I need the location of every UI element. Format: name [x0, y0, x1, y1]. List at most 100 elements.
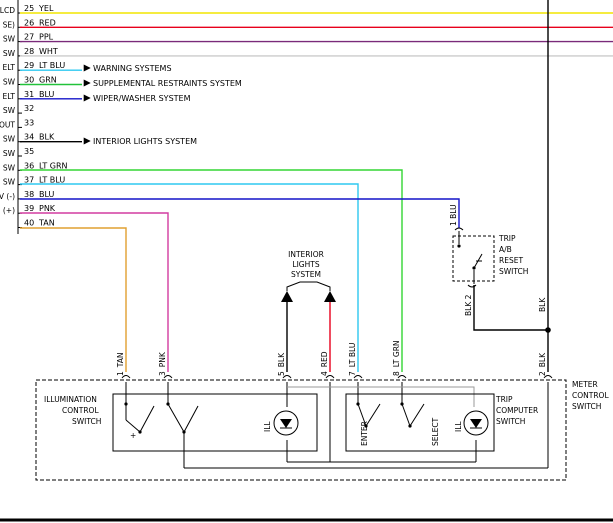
wire-number: 33	[24, 118, 34, 127]
trip-computer-select: SELECT	[431, 417, 440, 446]
wire-lt-blu	[20, 183, 359, 372]
connector-edge-label: LCD	[0, 6, 15, 15]
wire-pnk	[20, 212, 169, 372]
wire-blk-trip-return	[473, 285, 548, 331]
connector-edge-label: SW	[3, 35, 16, 44]
pin-terminal	[397, 375, 407, 379]
connector-edge-label: V (-)	[0, 192, 15, 201]
illumination-line2: CONTROL	[62, 406, 99, 415]
wire-number: 30	[24, 76, 34, 85]
wire-color-label: BLK	[39, 133, 55, 142]
interior-lights-line2: LIGHTS	[292, 260, 319, 269]
connector-edge-label: SW	[3, 49, 16, 58]
pin-terminal	[353, 375, 363, 379]
trip-reset-bottom-wire: BLK 2	[464, 294, 473, 316]
wire-color-label: TAN	[38, 219, 55, 228]
pin-color: BLK	[538, 352, 547, 367]
connector-edge-label: SE)	[3, 20, 15, 29]
connector-edge-label: SW	[3, 163, 16, 172]
dest-warning-systems: WARNING SYSTEMS	[93, 64, 172, 73]
trip-reset-side-wire: BLK	[538, 297, 547, 312]
wire-lt-grn	[20, 169, 403, 372]
connector-edge-label: SW	[3, 149, 16, 158]
pin-number: 4	[320, 371, 329, 376]
interior-lights-line3: SYSTEM	[291, 270, 321, 279]
wire-number: 38	[24, 190, 34, 199]
trip-computer-ill: ILL	[454, 421, 463, 432]
arrow-up-left	[281, 291, 293, 302]
trip-reset-line1: TRIP	[498, 234, 516, 243]
wire-number: 28	[24, 47, 34, 56]
internal-wiring	[125, 382, 549, 469]
wire-number: 25	[24, 4, 34, 13]
pin-label: 3 PNK	[158, 351, 167, 376]
pin-number: 7	[348, 371, 357, 376]
pin-number: 8	[392, 371, 401, 376]
connector-edge-label: SW	[3, 78, 16, 87]
wire-number: 37	[24, 176, 34, 185]
illumination-line1: ILLUMINATION	[44, 395, 97, 404]
destination-arrows	[83, 64, 91, 145]
pin-number: 1	[116, 371, 125, 376]
connector-edge-label: ELT	[3, 63, 16, 72]
illumination-plus: +	[130, 431, 136, 440]
pin-terminal	[163, 375, 173, 379]
pin-terminal	[325, 375, 335, 379]
interior-lights-bracket	[286, 281, 331, 291]
connector-edge-label: (+)	[3, 206, 15, 215]
pin-color: LT GRN	[392, 340, 401, 367]
wire-color-label: BLU	[39, 190, 55, 199]
meter-switch-line1: METER	[572, 380, 598, 389]
wire-color-label: PPL	[39, 33, 54, 42]
trip-reset-top-wire: 1 BLU	[449, 204, 458, 226]
connector-edge-label: SW	[3, 106, 16, 115]
wire-number: 36	[24, 161, 34, 170]
wire-tan	[20, 227, 127, 372]
pin-number: 3	[158, 371, 167, 376]
wire-color-label: YEL	[38, 4, 54, 13]
pin-terminal	[121, 375, 131, 379]
connector-edge-label: OUT	[0, 120, 15, 129]
wire-number: 40	[24, 219, 34, 228]
pin-label: 8 LT GRN	[392, 340, 401, 376]
wire-number: 32	[24, 104, 34, 113]
trip-reset-switch	[452, 227, 495, 288]
wire-color-label: RED	[39, 18, 56, 27]
pin-label: 2 BLK	[538, 352, 547, 376]
trip-reset-line4: SWITCH	[499, 267, 528, 276]
pin-color: LT BLU	[348, 343, 357, 368]
pin-terminal	[543, 375, 553, 379]
pin-number: 2	[538, 371, 547, 376]
trip-computer-switch	[345, 393, 495, 452]
meter-control-switch-box	[35, 379, 567, 481]
routed-wires	[20, 169, 548, 372]
dest-interior-lights: INTERIOR LIGHTS SYSTEM	[93, 137, 197, 146]
wire-color-label: LT GRN	[39, 161, 68, 170]
pin-label: 1 TAN	[116, 352, 125, 376]
wire-number: 31	[24, 90, 34, 99]
meter-switch-line3: SWITCH	[572, 402, 601, 411]
pin-label: 7 LT BLU	[348, 343, 357, 376]
wire-number: 29	[24, 61, 34, 70]
wire-number: 26	[24, 18, 34, 27]
wire-number: 39	[24, 204, 34, 213]
wire-color-label: PNK	[39, 204, 56, 213]
wire-color-label: LT BLU	[39, 176, 65, 185]
interior-lights-line1: INTERIOR	[288, 250, 324, 259]
wire-color-label: GRN	[39, 76, 57, 85]
illumination-line3: SWITCH	[72, 417, 101, 426]
illumination-control-switch	[112, 393, 318, 452]
wire-number: 27	[24, 33, 34, 42]
pin-color: PNK	[158, 351, 167, 367]
wire-number: 35	[24, 147, 34, 156]
wire-color-label: LT BLU	[39, 61, 65, 70]
trip-computer-line1: TRIP	[495, 395, 513, 404]
connector-edge-label: SW	[3, 135, 16, 144]
arrow-up-right	[324, 291, 336, 302]
pin-label: 5BLK	[277, 352, 286, 376]
trip-computer-enter: ENTER	[360, 421, 369, 446]
pin-color: TAN	[116, 352, 125, 368]
